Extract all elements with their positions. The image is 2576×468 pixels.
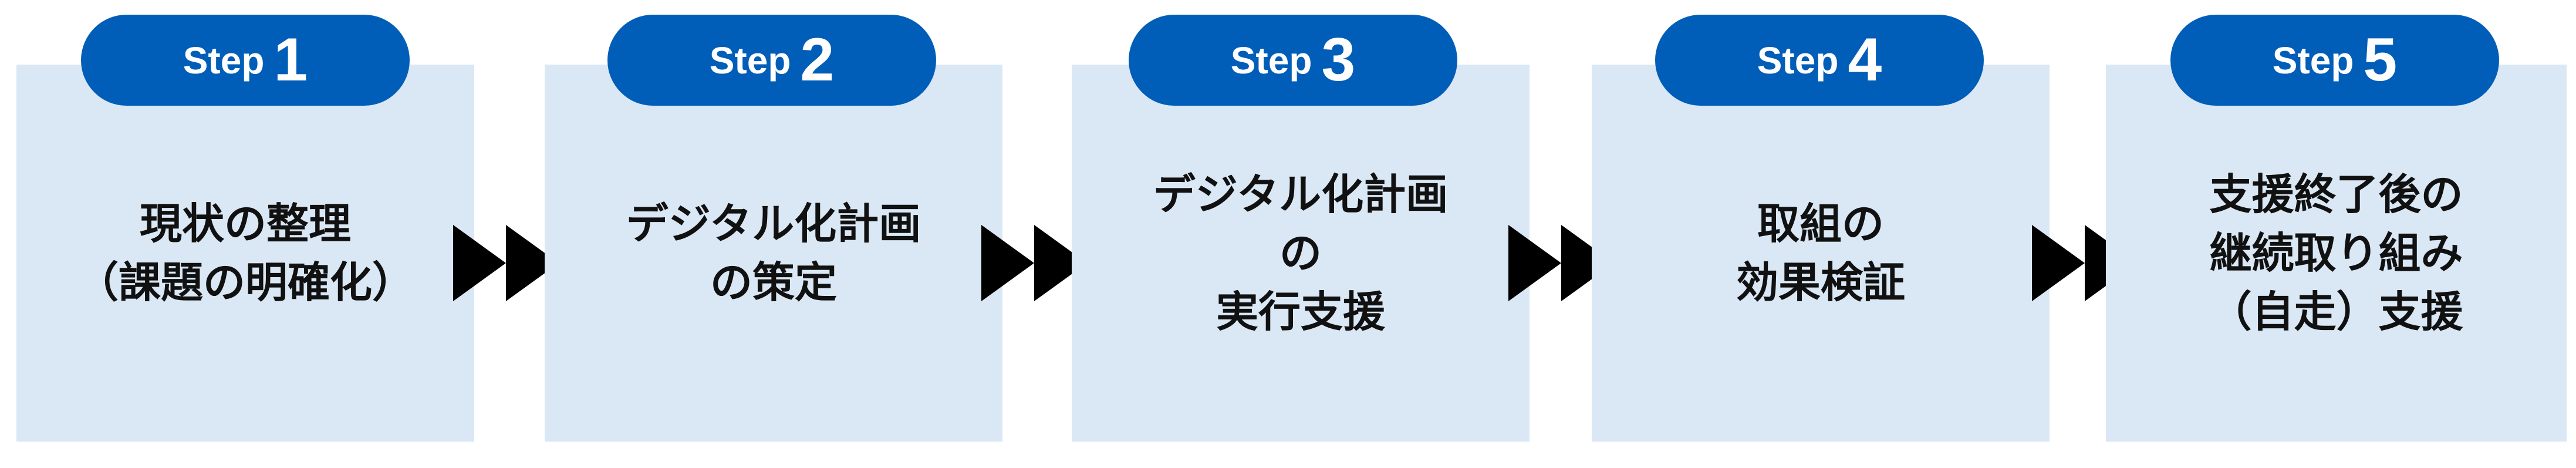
step-5-number: 5: [2363, 26, 2398, 94]
step-2-text: デジタル化計画 の策定: [626, 199, 921, 307]
step-2-label: Step: [709, 39, 791, 82]
step-3-box: デジタル化計画 の 実行支援: [1072, 65, 1530, 442]
step-3-text: デジタル化計画 の 実行支援: [1153, 170, 1449, 336]
step-3-badge: Step 3: [1129, 15, 1457, 106]
step-2-box: デジタル化計画 の策定: [545, 65, 1002, 442]
step-4-number: 4: [1848, 26, 1882, 94]
step-5-badge: Step 5: [2170, 15, 2499, 106]
double-right-triangle-icon: [981, 225, 1087, 301]
step-1-number: 1: [274, 26, 308, 94]
step-5-label: Step: [2272, 39, 2354, 82]
step-5-box: 支援終了後の 継続取り組み （自走）支援: [2106, 65, 2567, 442]
step-3-number: 3: [1321, 26, 1356, 94]
step-1-badge: Step 1: [81, 15, 410, 106]
step-5-text: 支援終了後の 継続取り組み （自走）支援: [2209, 170, 2463, 336]
step-4-label: Step: [1757, 39, 1839, 82]
step-2-number: 2: [800, 26, 835, 94]
step-1-box: 現状の整理 （課題の明確化）: [16, 65, 474, 442]
step-2-badge: Step 2: [607, 15, 936, 106]
step-4-text: 取組の 効果検証: [1736, 199, 1905, 307]
step-4-badge: Step 4: [1655, 15, 1984, 106]
step-4-box: 取組の 効果検証: [1592, 65, 2050, 442]
step-1-label: Step: [183, 39, 265, 82]
double-right-triangle-icon: [1508, 225, 1614, 301]
double-right-triangle-icon: [453, 225, 559, 301]
step-1-text: 現状の整理 （課題の明確化）: [76, 199, 414, 307]
step-3-label: Step: [1230, 39, 1312, 82]
